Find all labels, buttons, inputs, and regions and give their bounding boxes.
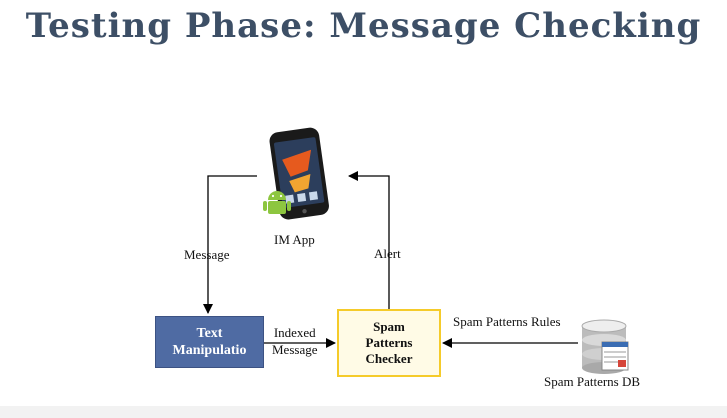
im-app-label: IM App [274,232,315,247]
indexed-message-edge-label: Indexed Message [272,324,318,358]
message-edge-label: Message [184,247,230,262]
indexed-message-line-1: Indexed [273,325,316,340]
spam-checker-line-1: Spam [373,319,405,334]
text-manipulation-line-2: Manipulatio [172,343,247,358]
text-manipulation-line-1: Text [196,326,223,341]
smartphone-icon [269,127,329,220]
spam-checker-line-3: Checker [365,351,413,366]
spam-patterns-rules-edge-label: Spam Patterns Rules [453,314,561,329]
android-icon [263,191,291,214]
message-arrow [203,175,257,314]
bottom-strip [0,406,727,418]
text-manipulation-box: Text Manipulatio [155,316,264,368]
spam-patterns-db-label: Spam Patterns DB [544,374,641,389]
spam-checker-line-2: Patterns [365,335,413,350]
page-title: Testing Phase: Message Checking [25,6,702,46]
alert-arrow [348,171,390,309]
database-icon [581,319,629,374]
alert-edge-label: Alert [374,246,401,261]
spam-patterns-checker-box: Spam Patterns Checker [337,309,441,377]
indexed-message-line-2: Message [272,342,318,357]
